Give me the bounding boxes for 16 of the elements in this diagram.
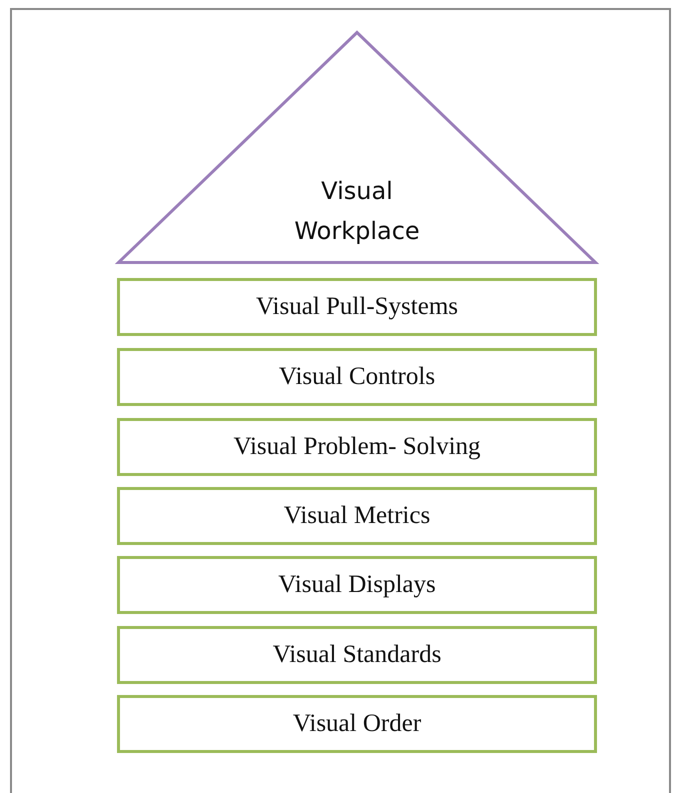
pillar-layer-box [117,348,597,406]
roof-label: Visual Workplace [293,176,421,247]
pillar-layer-box [117,626,597,684]
layer-label: Visual Pull-Systems [256,293,458,321]
layer-label: Visual Controls [278,363,436,391]
pillar-layer-box [117,487,597,545]
pillar-layer-box [117,695,597,753]
layer-label: Visual Standards [272,641,442,669]
pillar-layer-box [117,278,597,336]
layer-label: Visual Order [292,710,422,738]
layer-label: Visual Displays [278,571,436,599]
layer-label: Visual Problem- Solving [233,433,481,461]
pillar-layer-box [117,556,597,614]
pillar-layer-box [117,418,597,476]
roof-triangle [117,31,597,264]
layer-label: Visual Metrics [284,502,430,530]
